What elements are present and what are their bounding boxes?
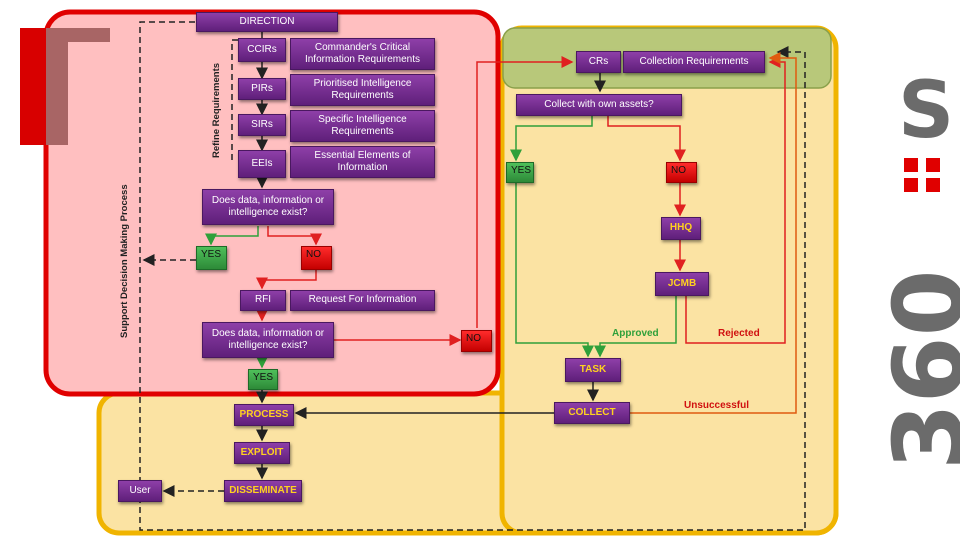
question1-to-no bbox=[267, 226, 322, 246]
corner-bracket-red bbox=[20, 28, 46, 145]
logo-square bbox=[926, 158, 940, 172]
rfi-box: RFI bbox=[240, 290, 286, 311]
collect-no-box: NO bbox=[666, 162, 697, 183]
unsuccessful-label: Unsuccessful bbox=[684, 400, 750, 411]
question-box-1: Does data, information or intelligence e… bbox=[202, 189, 334, 225]
support-decision-label: Support Decision Making Process bbox=[119, 184, 130, 338]
approved-to-task bbox=[594, 296, 677, 358]
pir-box: PIRs bbox=[238, 78, 286, 100]
unsuccessful-to-cr bbox=[630, 52, 797, 414]
yes-box-2: YES bbox=[248, 369, 278, 390]
jcmb-box: JCMB bbox=[655, 272, 709, 296]
no-box-2: NO bbox=[461, 330, 492, 352]
refine-requirements-label: Refine Requirements bbox=[211, 62, 222, 158]
cr-desc-box: Collection Requirements bbox=[623, 51, 765, 73]
refine-loop-line bbox=[231, 39, 238, 160]
logo-square bbox=[904, 178, 918, 192]
collect-question-box: Collect with own assets? bbox=[516, 94, 682, 116]
pir-desc-box: Prioritised Intelligence Requirements bbox=[290, 74, 435, 106]
collect-yes-box: YES bbox=[506, 162, 534, 183]
rejected-label: Rejected bbox=[718, 328, 760, 339]
ccir-box: CCIRs bbox=[238, 38, 286, 62]
yes-box-1: YES bbox=[196, 246, 227, 270]
no-box-1: NO bbox=[301, 246, 332, 270]
process-box: PROCESS bbox=[234, 404, 294, 426]
collect-to-no bbox=[607, 116, 686, 162]
question1-to-yes bbox=[205, 226, 259, 246]
logo-digits: 360 bbox=[873, 269, 960, 470]
logo-letter: S bbox=[898, 66, 955, 156]
hhq-box: HHQ bbox=[661, 217, 701, 240]
support-loop-line bbox=[139, 21, 806, 531]
logo-square bbox=[904, 158, 918, 172]
ccir-desc-box: Commander's Critical Information Require… bbox=[290, 38, 435, 70]
yes-to-task bbox=[515, 183, 594, 358]
user-box: User bbox=[118, 480, 162, 502]
sir-box: SIRs bbox=[238, 114, 286, 136]
task-box: TASK bbox=[565, 358, 621, 382]
exploit-box: EXPLOIT bbox=[234, 442, 290, 464]
cr-box: CRs bbox=[576, 51, 621, 73]
no-to-rfi bbox=[256, 269, 317, 290]
eei-desc-box: Essential Elements of Information bbox=[290, 146, 435, 178]
sir-desc-box: Specific Intelligence Requirements bbox=[290, 110, 435, 142]
collect-box: COLLECT bbox=[554, 402, 630, 424]
eei-box: EEIs bbox=[238, 150, 286, 178]
direction-box: DIRECTION bbox=[196, 12, 338, 32]
disseminate-box: DISSEMINATE bbox=[224, 480, 302, 502]
approved-label: Approved bbox=[612, 328, 659, 339]
logo-square bbox=[926, 178, 940, 192]
question-box-2: Does data, information or intelligence e… bbox=[202, 322, 334, 358]
collect-to-yes bbox=[510, 116, 593, 162]
rfi-desc-box: Request For Information bbox=[290, 290, 435, 311]
no-to-cr-line bbox=[476, 56, 574, 328]
